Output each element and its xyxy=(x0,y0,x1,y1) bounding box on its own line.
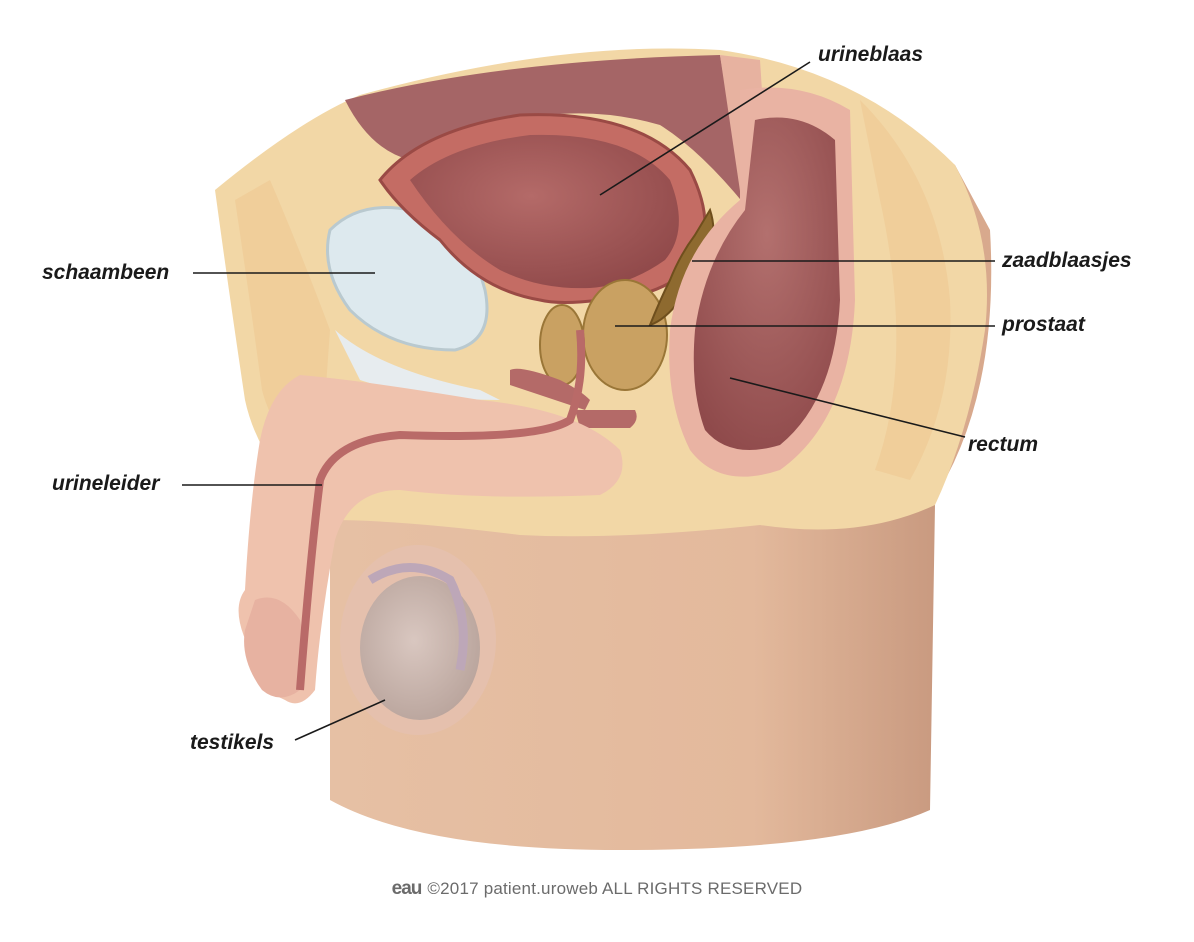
leader-line-testikels xyxy=(294,699,386,741)
copyright-footer: eau©2017 patient.uroweb ALL RIGHTS RESER… xyxy=(0,878,1194,900)
leader-line-urineblaas xyxy=(599,61,811,196)
copyright-text: ©2017 patient.uroweb ALL RIGHTS RESERVED xyxy=(427,879,803,898)
label-urineleider: urineleider xyxy=(52,472,160,495)
eau-logo: eau xyxy=(391,878,423,899)
label-prostaat: prostaat xyxy=(1002,313,1085,336)
label-rectum: rectum xyxy=(968,433,1039,456)
sphincter-shapes xyxy=(510,368,637,428)
testis-shape xyxy=(340,545,496,735)
label-urineblaas: urineblaas xyxy=(818,43,924,66)
rectum-shape xyxy=(669,87,855,477)
label-schaambeen: schaambeen xyxy=(42,261,170,284)
label-zaadblaasjes: zaadblaasjes xyxy=(1002,249,1132,272)
leader-lines xyxy=(182,61,995,741)
label-testikels: testikels xyxy=(190,731,275,754)
penis-shape xyxy=(238,329,623,704)
leader-line-rectum xyxy=(729,377,966,438)
